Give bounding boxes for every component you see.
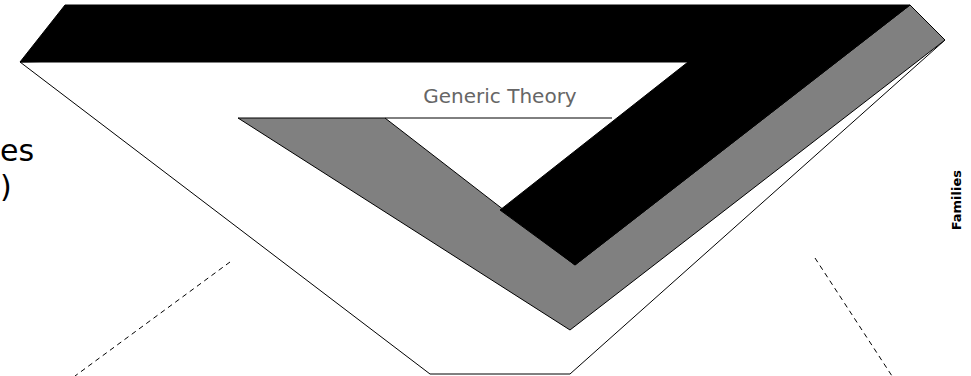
dashed-line [815, 258, 892, 376]
dashed-line [75, 262, 230, 376]
axis-label: Families [950, 170, 964, 230]
theory-label: Generic Theory [423, 85, 576, 107]
black-band [20, 5, 910, 265]
inner-edge [385, 118, 612, 119]
cropped-label: ) [0, 170, 12, 203]
cropped-label: es [0, 134, 34, 167]
